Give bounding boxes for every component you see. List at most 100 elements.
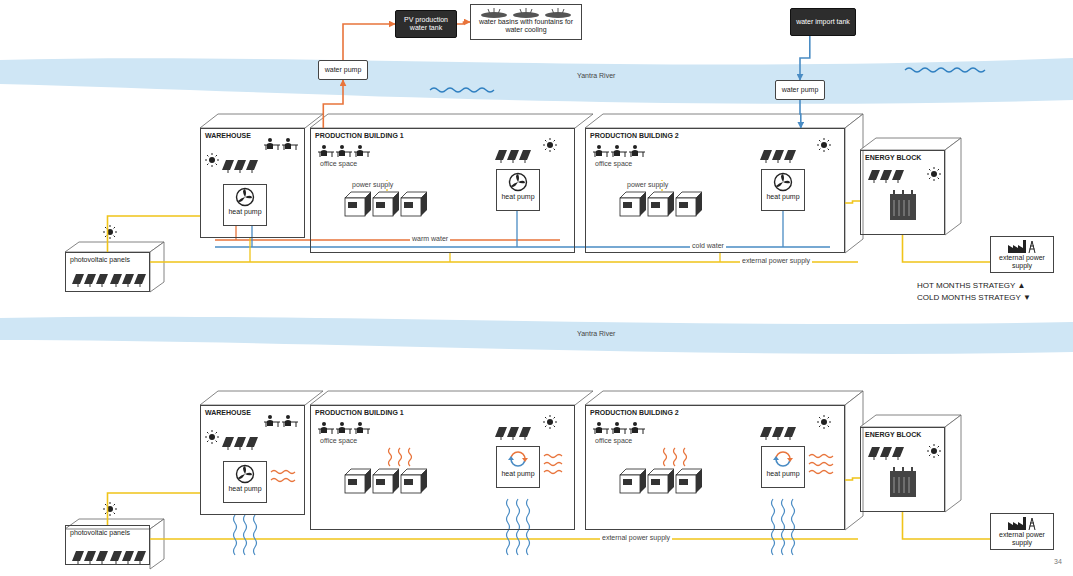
building-box: PRODUCTION BUILDING 2 heat pump: [585, 405, 845, 530]
cold-water-pipe: [215, 210, 830, 247]
flow-connector: [343, 24, 395, 60]
fountain-spray: [488, 8, 500, 14]
heat-wave: [544, 455, 562, 474]
pylon-shape: [1029, 241, 1035, 253]
grid-supply-box: external power supply: [990, 513, 1054, 550]
building-box: PRODUCTION BUILDING 2 heat pump: [585, 128, 845, 253]
fan-blades: [238, 466, 252, 479]
node-text: PRODUCTION BUILDING 2: [590, 409, 840, 417]
node-text: water basins with fountains for water co…: [473, 18, 579, 34]
fan-blades: [238, 189, 252, 202]
node-text: heat pump: [764, 193, 802, 201]
heat-pump-unit: heat pump: [223, 184, 267, 226]
annotation-label: Yantra River: [575, 330, 617, 338]
flow-connector: [799, 100, 801, 128]
node-text: PRODUCTION BUILDING 2: [590, 132, 840, 140]
annotation-label: warm water: [410, 235, 450, 243]
water-wave: [430, 88, 494, 92]
node-text: heat pump: [226, 485, 264, 493]
cycle-arc: [511, 452, 525, 459]
fan-ring: [775, 174, 792, 191]
flow-connector: [903, 235, 991, 262]
cycle-head: [508, 456, 514, 460]
fountain-spray: [552, 8, 564, 14]
unit-icon: [235, 464, 255, 484]
annotation-label: office space: [318, 437, 359, 445]
flow-connector: [845, 201, 860, 203]
annotation-label: power supply: [350, 181, 395, 189]
building-decor-cold: [65, 391, 961, 569]
node-text: PV production water tank: [399, 16, 453, 32]
unit-icon: [1007, 239, 1037, 253]
fountain-spray: [520, 8, 532, 14]
heat-pump-unit: heat pump: [496, 169, 540, 211]
node-text: water pump: [322, 66, 364, 74]
annotation-label: power supply: [625, 181, 670, 189]
heat-pump-unit: heat pump: [496, 446, 540, 488]
node-text: heat pump: [499, 470, 537, 478]
node-text: ENERGY BLOCK: [865, 154, 940, 162]
node-text: heat pump: [226, 208, 264, 216]
unit-icon: [235, 187, 255, 207]
ground-heat-wave: [234, 515, 257, 555]
heat-wave: [664, 448, 687, 466]
flow-connector: [323, 80, 343, 128]
annotation-label: external power supply: [740, 257, 812, 265]
annotation-label: external power supply: [600, 534, 672, 542]
node-text: ENERGY BLOCK: [865, 431, 940, 439]
unit-icon: [508, 172, 528, 192]
flow-connector: [800, 36, 810, 80]
annotation-label: Yantra River: [575, 72, 617, 80]
node-text: heat pump: [764, 470, 802, 478]
water-basin-box: water basins with fountains for water co…: [470, 4, 582, 40]
fan-ring: [510, 174, 527, 191]
flow-connector: [845, 478, 860, 480]
cycle-arc: [776, 452, 790, 459]
building-box: PRODUCTION BUILDING 1heat pump: [310, 405, 575, 530]
power-line: [150, 538, 858, 539]
strategy-key: COLD MONTHS STRATEGY ▼: [915, 293, 1033, 302]
fan-blades: [511, 174, 525, 187]
fan-blades: [776, 174, 790, 187]
factory-shape: [1008, 240, 1026, 253]
flow-connector: [108, 216, 201, 252]
node-text: water import tank: [794, 18, 852, 26]
building-box: WAREHOUSE heat pump: [200, 405, 305, 515]
unit-icon: [773, 172, 793, 192]
strategy-key: HOT MONTHS STRATEGY ▲: [915, 281, 1027, 290]
unit-icon: [476, 7, 576, 18]
water-tank-box: PV production water tank: [395, 10, 457, 38]
building-decor-hot: [65, 114, 961, 292]
node-text: heat pump: [499, 193, 537, 201]
page-number: 34: [1052, 558, 1064, 566]
ground-heat-wave: [772, 499, 795, 555]
annotation-label: cold water: [690, 242, 726, 250]
river-band: [0, 58, 1073, 104]
cycle-arc: [511, 459, 525, 466]
building-box: ENERGY BLOCK: [860, 150, 945, 235]
heat-wave: [809, 455, 833, 474]
annotation-label: office space: [593, 160, 634, 168]
node-text: WAREHOUSE: [205, 409, 300, 417]
heat-pump-unit: heat pump: [761, 169, 805, 211]
ground-heat-wave: [507, 499, 530, 555]
river-band: [0, 317, 1073, 354]
flow-connector: [108, 493, 201, 525]
building-box: ENERGY BLOCK: [860, 427, 945, 512]
cycle-head: [522, 458, 528, 462]
flow-connector: [457, 22, 470, 24]
node-text: photovoltaic panels: [70, 256, 145, 264]
pylon-shape: [1029, 518, 1035, 530]
cycle-head: [773, 456, 779, 460]
unit-icon: [773, 449, 793, 469]
pv-field-box: photovoltaic panels: [65, 252, 150, 292]
heat-pump-unit: heat pump: [761, 446, 805, 488]
flow-connector: [903, 512, 991, 539]
cycle-arc: [776, 459, 790, 466]
grid-supply-box: external power supply: [990, 236, 1054, 273]
factory-shape: [1008, 517, 1026, 530]
heat-wave: [389, 448, 412, 466]
